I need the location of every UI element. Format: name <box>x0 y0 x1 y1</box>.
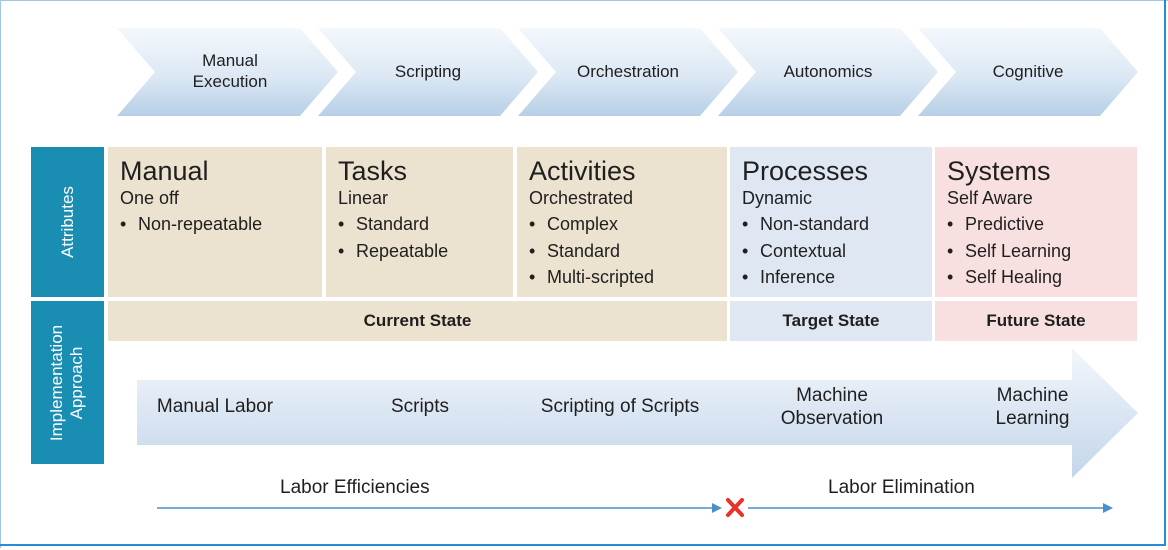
attribute-bullet: Self Learning <box>947 238 1137 265</box>
attribute-subtitle: One off <box>120 188 179 208</box>
outcome-arrow-line <box>157 498 1113 517</box>
attribute-bullet: Multi-scripted <box>529 264 727 291</box>
stage-label-scripting: Scripting <box>394 61 462 81</box>
stage-label-autonomics: Autonomics <box>783 61 873 81</box>
implementation-item-machine-observation: Machine Observation <box>780 385 884 429</box>
implementation-item-scripting-of-scripts: Scripting of Scripts <box>540 396 700 417</box>
attribute-cell-manual: Manual One off Non-repeatable <box>108 147 322 297</box>
implementation-item-machine-learning: Machine Learning <box>995 385 1070 429</box>
cross-icon <box>726 498 744 517</box>
attribute-bullet: Non-standard <box>742 211 932 238</box>
current-state-bar: Current State <box>108 301 727 341</box>
stage-label-cognitive: Cognitive <box>992 61 1064 81</box>
chevron-scripting <box>318 28 538 116</box>
chevron-cognitive <box>918 28 1138 116</box>
chevron-orchestration <box>518 28 738 116</box>
implementation-item-manual-labor: Manual Labor <box>156 396 274 417</box>
implementation-side-label: Implementation Approach <box>31 301 104 464</box>
attribute-bullet: Standard <box>338 211 513 238</box>
attribute-bullet: Standard <box>529 238 727 265</box>
attribute-subtitle: Orchestrated <box>529 188 634 208</box>
attribute-title: Manual <box>120 156 209 186</box>
labor-elimination-label: Labor Elimination <box>828 477 975 498</box>
attribute-bullet: Repeatable <box>338 238 513 265</box>
target-state-bar: Target State <box>730 301 932 341</box>
attribute-bullet: Non-repeatable <box>120 211 322 238</box>
attribute-title: Tasks <box>338 156 408 186</box>
stage-label-manual-execution: Manual Execution <box>192 51 268 91</box>
attribute-subtitle: Self Aware <box>947 188 1033 208</box>
attribute-bullet: Inference <box>742 264 932 291</box>
chevron-autonomics <box>718 28 938 116</box>
attribute-cell-processes: Processes Dynamic Non-standard Contextua… <box>730 147 932 297</box>
attribute-cell-tasks: Tasks Linear Standard Repeatable <box>326 147 513 297</box>
attribute-subtitle: Linear <box>338 188 389 208</box>
attribute-bullet: Contextual <box>742 238 932 265</box>
attribute-subtitle: Dynamic <box>742 188 813 208</box>
implementation-arrow <box>137 348 1138 478</box>
attribute-bullet: Self Healing <box>947 264 1137 291</box>
attribute-title: Processes <box>742 156 869 186</box>
attribute-title: Activities <box>529 156 636 186</box>
attribute-cell-systems: Systems Self Aware Predictive Self Learn… <box>935 147 1137 297</box>
chevron-manual-execution <box>117 28 338 116</box>
attributes-side-label: Attributes <box>31 147 104 297</box>
stage-chevrons <box>117 28 1138 116</box>
attribute-title: Systems <box>947 156 1051 186</box>
labor-efficiencies-label: Labor Efficiencies <box>280 477 430 498</box>
stage-label-orchestration: Orchestration <box>576 61 680 81</box>
attribute-bullet: Complex <box>529 211 727 238</box>
attribute-cell-activities: Activities Orchestrated Complex Standard… <box>517 147 727 297</box>
future-state-bar: Future State <box>935 301 1137 341</box>
attribute-bullet: Predictive <box>947 211 1137 238</box>
implementation-item-scripts: Scripts <box>390 396 450 417</box>
